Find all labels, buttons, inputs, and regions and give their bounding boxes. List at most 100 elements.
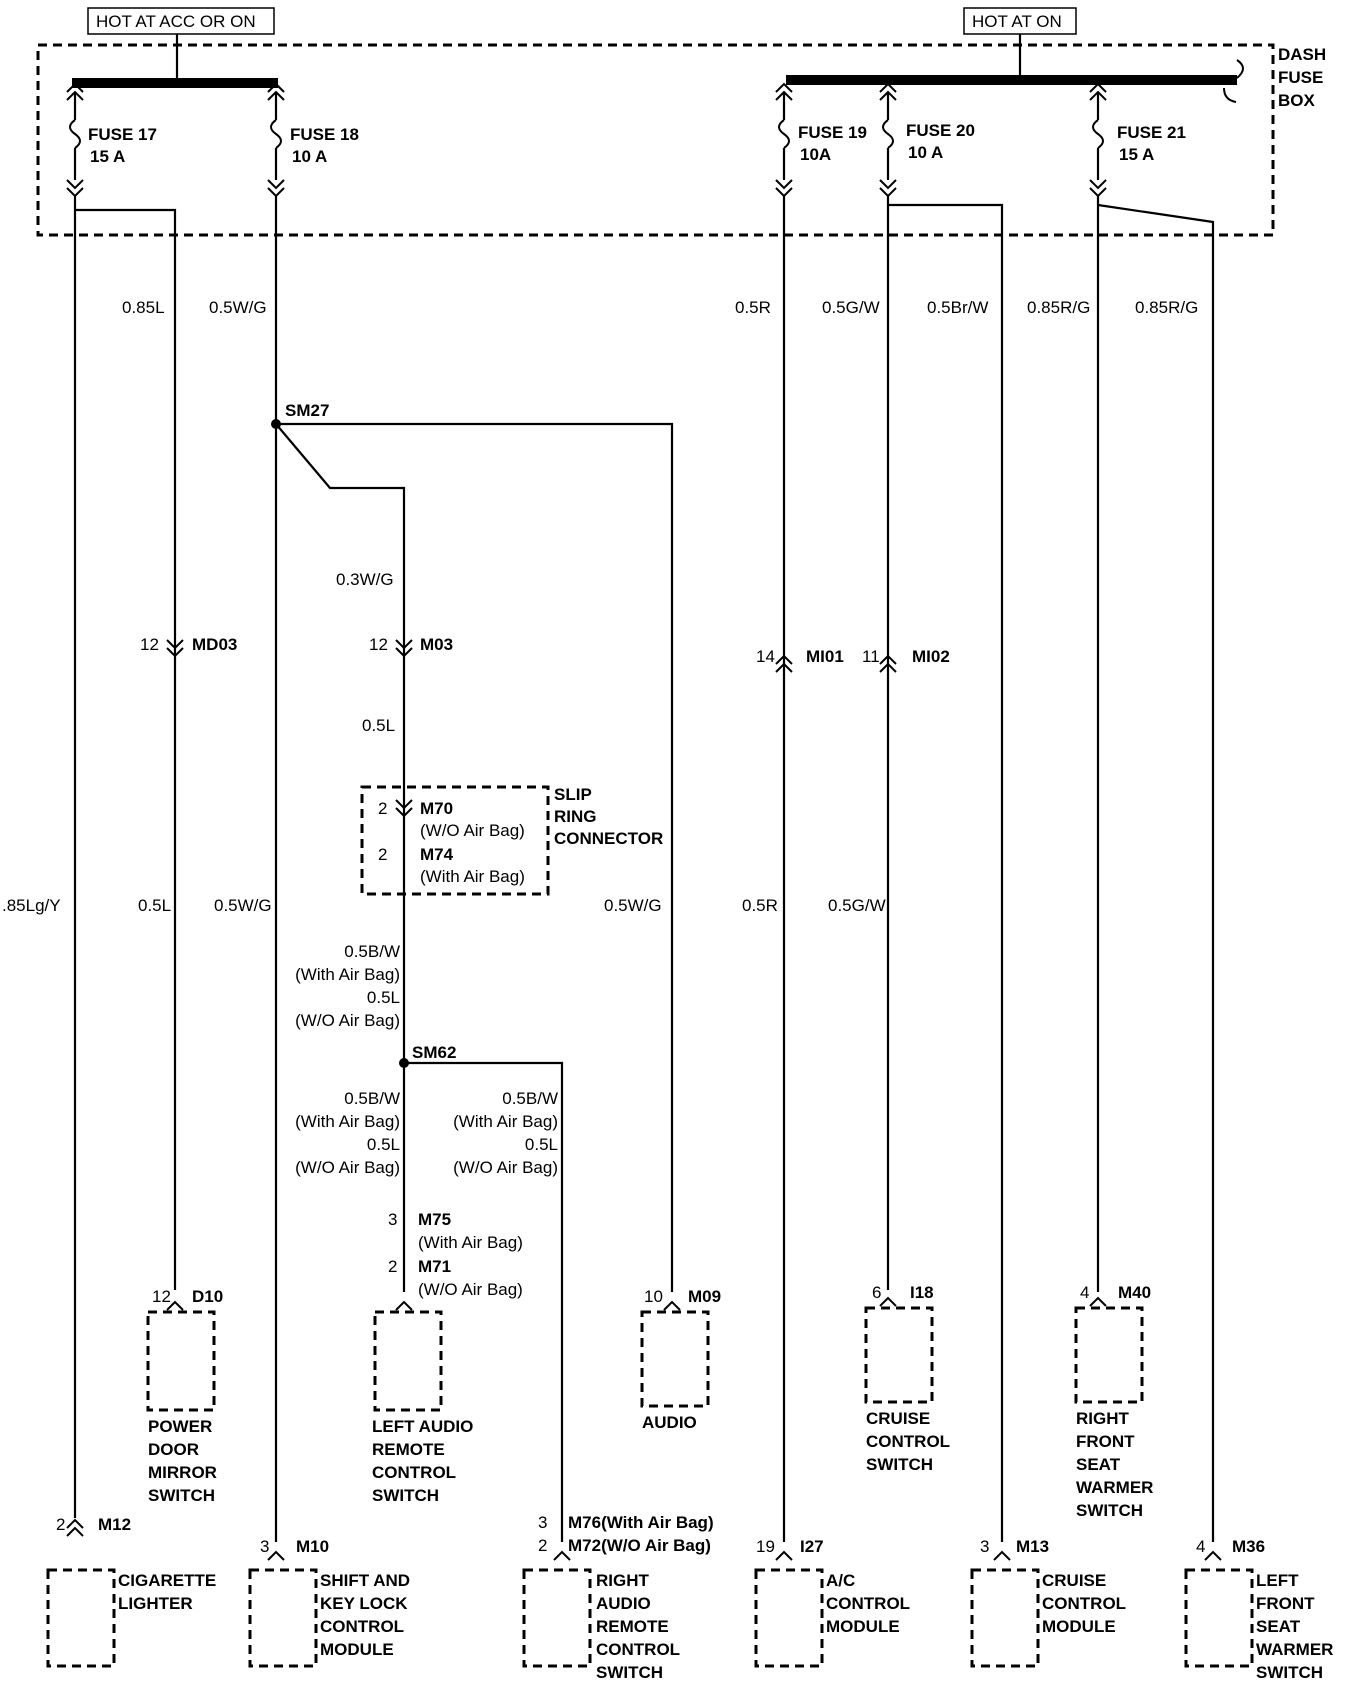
wire-label-shift: 0.5W/G (214, 896, 272, 915)
fuse-box-label-3: BOX (1278, 91, 1316, 110)
header-hot-at-on: HOT AT ON (963, 7, 1077, 35)
right-seat-label-5: SWITCH (1076, 1501, 1143, 1520)
wire-label-slip-out-2: (With Air Bag) (295, 965, 400, 984)
cig-lighter-label-1: CIGARETTE (118, 1571, 216, 1590)
connector-d10-pin: 12 (152, 1287, 171, 1306)
cig-lighter-label-2: LIGHTER (118, 1594, 193, 1613)
right-seat-label-3: SEAT (1076, 1455, 1121, 1474)
wire-label-right-remote-3: 0.5L (525, 1135, 558, 1154)
slip-ring-connector-outline (360, 785, 550, 896)
connector-m03-name: M03 (420, 635, 453, 654)
connector-m75-pin: 3 (388, 1210, 397, 1229)
right-seat-label-2: FRONT (1076, 1432, 1135, 1451)
connector-m70-name: M70 (420, 799, 453, 818)
fuse-21-name: FUSE 21 (1117, 123, 1186, 142)
connector-m71-pin: 2 (388, 1257, 397, 1276)
header-acc-label: HOT AT ACC OR ON (96, 12, 256, 31)
connector-m40-name: M40 (1118, 1283, 1151, 1302)
connector-m03-icon (395, 639, 413, 658)
left-seat-label-5: SWITCH (1256, 1663, 1323, 1682)
wire-label-cruise-switch: 0.5G/W (828, 896, 886, 915)
ac-control-module-box (754, 1568, 824, 1668)
left-seat-label-2: FRONT (1256, 1594, 1315, 1613)
splice-sm62 (399, 1058, 409, 1068)
connector-m75-name: M75 (418, 1210, 451, 1229)
connector-m74-name: M74 (420, 845, 454, 864)
wire-label-m03-bottom: 0.5L (362, 716, 395, 735)
right-audio-label-5: SWITCH (596, 1663, 663, 1682)
wire-label-mirror: 0.5L (138, 896, 171, 915)
ac-module-label-3: MODULE (826, 1617, 900, 1636)
shift-lock-label-1: SHIFT AND (320, 1571, 410, 1590)
fuse-19-icon (775, 82, 793, 198)
connector-m12-name: M12 (98, 1515, 131, 1534)
fuse-21-rating: 15 A (1119, 145, 1154, 164)
shift-key-lock-module-box (248, 1568, 318, 1668)
wire-label-ac: 0.5R (742, 896, 778, 915)
right-seat-label-1: RIGHT (1076, 1409, 1130, 1428)
connector-mi01-pin: 14 (756, 647, 775, 666)
fuse-20-name: FUSE 20 (906, 121, 975, 140)
left-seat-label-4: WARMER (1256, 1640, 1333, 1659)
splice-sm27-label: SM27 (285, 401, 329, 420)
wire-label-w7: 0.85R/G (1135, 298, 1198, 317)
connector-m70-note: (W/O Air Bag) (420, 821, 525, 840)
left-audio-remote-switch-box (373, 1310, 443, 1412)
connector-i18-pin: 6 (872, 1283, 881, 1302)
wire-label-f19: 0.5R (735, 298, 771, 317)
connector-m70-icon (395, 799, 413, 818)
left-seat-label-3: SEAT (1256, 1617, 1301, 1636)
shift-lock-label-4: MODULE (320, 1640, 394, 1659)
wire-label-right-remote-1: 0.5B/W (502, 1089, 558, 1108)
left-audio-label-2: REMOTE (372, 1440, 445, 1459)
connector-m71-note: (W/O Air Bag) (418, 1280, 523, 1299)
connector-m75-note: (With Air Bag) (418, 1233, 523, 1252)
fuse-18-icon (267, 82, 285, 198)
wire-label-f17: 0.85L (122, 298, 165, 317)
wire-label-slip-out-4: (W/O Air Bag) (295, 1011, 400, 1030)
left-audio-label-4: SWITCH (372, 1486, 439, 1505)
connector-i18-name: I18 (910, 1283, 934, 1302)
right-seat-warmer-switch-box (1074, 1306, 1144, 1404)
connector-m72-name: M72(W/O Air Bag) (568, 1536, 711, 1555)
connector-md03-icon (166, 639, 184, 658)
wire-label-cig: .85Lg/Y (2, 896, 61, 915)
cruise-switch-label-3: SWITCH (866, 1455, 933, 1474)
connector-m10-name: M10 (296, 1537, 329, 1556)
header-on-label: HOT AT ON (972, 12, 1062, 31)
wire-label-right-remote-4: (W/O Air Bag) (453, 1158, 558, 1177)
cigarette-lighter-box (46, 1568, 116, 1668)
connector-mi02-name: MI02 (912, 647, 950, 666)
connector-d10-name: D10 (192, 1287, 223, 1306)
wire-label-f18: 0.5W/G (209, 298, 267, 317)
cruise-switch-label-1: CRUISE (866, 1409, 930, 1428)
wire-label-left-remote-1: 0.5B/W (344, 1089, 400, 1108)
header-hot-at-acc: HOT AT ACC OR ON (87, 7, 275, 35)
connector-m36-name: M36 (1232, 1537, 1265, 1556)
connector-m72-pin: 2 (538, 1536, 547, 1555)
wire-label-right-remote-2: (With Air Bag) (453, 1112, 558, 1131)
connector-m74-pin: 2 (378, 845, 387, 864)
power-door-mirror-switch-box (146, 1310, 216, 1412)
right-audio-label-2: AUDIO (596, 1594, 651, 1613)
connector-mi02-pin: 11 (862, 647, 880, 666)
cruise-module-label-3: MODULE (1042, 1617, 1116, 1636)
connector-mi02-icon (879, 654, 897, 673)
splice-sm62-label: SM62 (412, 1043, 456, 1062)
audio-box (640, 1310, 710, 1408)
shift-lock-label-2: KEY LOCK (320, 1594, 408, 1613)
right-seat-label-4: WARMER (1076, 1478, 1153, 1497)
wire-label-slip-out-3: 0.5L (367, 988, 400, 1007)
cruise-module-label-2: CONTROL (1042, 1594, 1126, 1613)
fuse-21-icon (1089, 82, 1107, 198)
connector-m76-pin: 3 (538, 1513, 547, 1532)
left-audio-label-1: LEFT AUDIO (372, 1417, 473, 1436)
fuse-18-rating: 10 A (292, 147, 327, 166)
left-audio-label-3: CONTROL (372, 1463, 456, 1482)
fuse-20-rating: 10 A (908, 143, 943, 162)
connector-i27-name: I27 (800, 1537, 824, 1556)
cruise-module-label-1: CRUISE (1042, 1571, 1106, 1590)
cruise-switch-label-2: CONTROL (866, 1432, 950, 1451)
fuse-box-label-1: DASH (1278, 45, 1326, 64)
